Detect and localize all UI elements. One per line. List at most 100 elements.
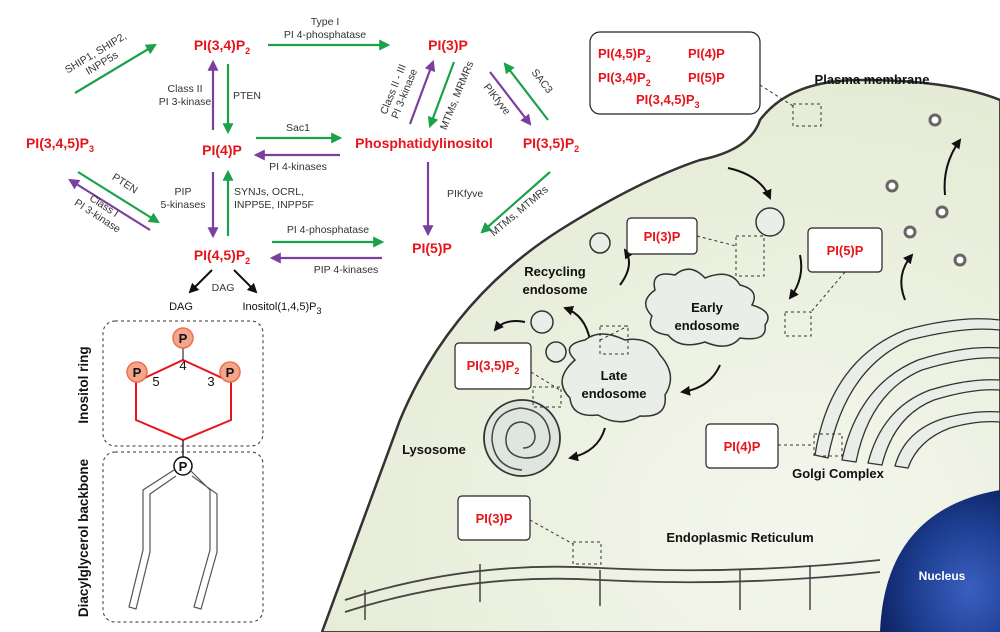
fatty-acid-tails — [128, 469, 218, 610]
late-endosome-callout-2 — [532, 386, 562, 408]
pi5p-callout — [784, 311, 812, 337]
ring-position-5: 5 — [152, 374, 159, 389]
recycling-endosome-label-1: Recycling — [524, 264, 585, 279]
lysosome-label: Lysosome — [402, 442, 466, 457]
enzyme-sac1: Sac1 — [286, 122, 310, 134]
pm-pi345p3: PI(3,4,5)P3 — [636, 92, 700, 110]
late-endosome-pi35p2: PI(3,5)P2 — [467, 358, 520, 376]
glycerol-phosphate-label: P — [179, 459, 188, 474]
plasma-membrane-label: Plasma membrane — [815, 72, 930, 87]
nucleus — [880, 490, 1000, 632]
enzyme-pten: PTEN — [233, 90, 261, 102]
phosphate-4-label: P — [179, 331, 188, 346]
enzyme-pip5k-1: PIP — [175, 186, 192, 198]
arrow-inositol — [233, 269, 258, 294]
recycling-vesicle-3 — [545, 341, 567, 363]
early-endosome-callout — [735, 235, 765, 277]
arrow-mtms2 — [480, 171, 551, 234]
enzyme-type1-2: PI 4-phosphatase — [284, 29, 366, 41]
enzyme-dag: DAG — [212, 282, 235, 294]
arrow-ship — [74, 43, 157, 94]
arrow-pikfyve — [489, 71, 532, 126]
pm-pi34p2: PI(3,4)P2 — [598, 70, 651, 88]
enzyme-pi4ph: PI 4-phosphatase — [287, 224, 369, 236]
late-endosome-label-1: Late — [601, 368, 628, 383]
enzyme-pip5k-2: 5-kinases — [161, 199, 206, 211]
enzyme-class2-1: Class II — [167, 83, 202, 95]
node-pi35p2: PI(3,5)P2 — [523, 135, 579, 154]
phosphate-3-label: P — [226, 365, 235, 380]
node-pi345p3: PI(3,4,5)P3 — [26, 135, 94, 154]
early-endosome-pi3p: PI(3)P — [644, 229, 681, 244]
golgi-label: Golgi Complex — [792, 466, 885, 481]
pm-pi4p: PI(4)P — [688, 46, 725, 61]
arrow-mtms — [427, 61, 456, 129]
recycling-vesicle-2 — [530, 310, 554, 334]
product-inositol: Inositol(1,4,5)P3 — [243, 301, 322, 316]
endocytic-vesicle-pi5p: PI(5)P — [827, 243, 864, 258]
plasma-membrane-line — [320, 78, 1000, 632]
arrow-dag — [188, 269, 213, 294]
enzyme-pi4k: PI 4-kinases — [269, 161, 327, 173]
golgi-pi4p-box — [705, 423, 779, 469]
endocytic-vesicle — [755, 207, 785, 237]
plasma-membrane-pi-box — [589, 31, 761, 115]
phosphate-5 — [126, 361, 148, 383]
node-pi45p2: PI(4,5)P2 — [194, 247, 250, 266]
er-callout — [572, 541, 602, 565]
er-pi3p: PI(3)P — [476, 511, 513, 526]
endoplasmic-reticulum — [344, 559, 881, 620]
recycling-vesicle-1 — [589, 232, 611, 254]
golgi-complex — [814, 318, 1000, 469]
enzyme-pten2: PTEN — [110, 171, 140, 196]
enzyme-synjs-2: INPP5E, INPP5F — [234, 199, 314, 211]
phosphate-5-label: P — [133, 365, 142, 380]
pm-callout-box — [792, 103, 822, 127]
recycling-endosome-label-2: endosome — [522, 282, 587, 297]
pathway: PI(3,4)P2 PI(3)P PI(3,4,5)P3 PI(4)P Phos… — [26, 16, 579, 316]
golgi-callout — [813, 433, 843, 457]
lysosome — [483, 399, 561, 477]
pm-pi5p: PI(5)P — [688, 70, 725, 85]
phosphate-3 — [219, 361, 241, 383]
early-endosome-label-2: endosome — [674, 318, 739, 333]
enzyme-pip4k: PIP 4-kinases — [314, 264, 379, 276]
late-endosome — [561, 333, 672, 423]
enzyme-mtms2: MTMs, MTMRs — [488, 184, 551, 239]
arrow-class1 — [68, 178, 151, 231]
er-label: Endoplasmic Reticulum — [666, 530, 813, 545]
enzyme-synjs-1: SYNJs, OCRL, — [234, 186, 304, 198]
ring-position-4: 4 — [179, 358, 186, 373]
enzyme-sac3: SAC3 — [529, 67, 555, 96]
node-pi34p2: PI(3,4)P2 — [194, 37, 250, 56]
pm-pi45p2: PI(4,5)P2 — [598, 46, 651, 64]
late-endosome-label-2: endosome — [581, 386, 646, 401]
ring-position-3: 3 — [207, 374, 214, 389]
enzyme-pikfyve: PIKfyve — [481, 81, 513, 117]
glycerol-phosphate — [173, 456, 193, 476]
dag-backbone-box — [102, 451, 264, 623]
node-phosphatidylinositol: Phosphatidylinositol — [355, 135, 493, 151]
enzyme-pikfyve2: PIKfyve — [447, 188, 483, 200]
node-pi3p: PI(3)P — [428, 37, 468, 53]
product-dag: DAG — [169, 301, 193, 313]
nucleus-label: Nucleus — [919, 569, 966, 583]
structure-panel: Inositol ring Diacylglycerol backbone P … — [76, 320, 264, 623]
phosphate-4 — [172, 327, 194, 349]
enzyme-class2-2: PI 3-kinase — [159, 96, 212, 108]
cell-drawing: Nucleus Endoplasmic Reticulum Golgi Comp… — [320, 31, 1000, 632]
node-pi4p: PI(4)P — [202, 142, 242, 158]
enzyme-mtms: MTMs, MRMRs — [438, 60, 476, 132]
inositol-ring-label: Inositol ring — [76, 346, 91, 423]
golgi-pi4p: PI(4)P — [724, 439, 761, 454]
er-pi3p-box — [457, 495, 531, 541]
arrow-class23 — [408, 59, 436, 125]
arrow-sac3 — [503, 62, 549, 121]
enzyme-type1-1: Type I — [311, 16, 340, 28]
late-endosome-pi35p2-box — [454, 342, 532, 390]
node-pi5p: PI(5)P — [412, 240, 452, 256]
dag-backbone-label: Diacylglycerol backbone — [76, 458, 91, 617]
early-endosome — [645, 268, 769, 347]
early-endosome-label-1: Early — [691, 300, 724, 315]
